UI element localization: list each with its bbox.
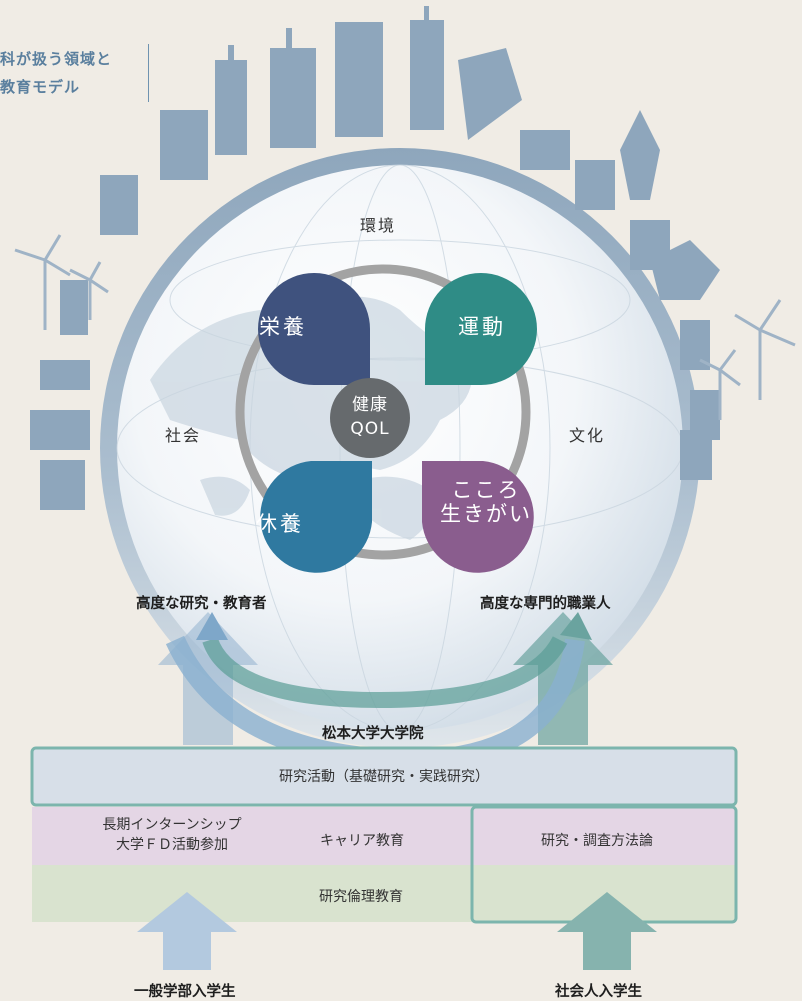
windmill-icons [14,234,796,420]
nutrition-petal [258,273,371,386]
general-entrant-label: 一般学部入学生 [134,984,236,1000]
graduate-school-label: 松本大学大学院 [322,726,424,742]
mind-label: こころ 生きがい [436,478,536,526]
nutrition-label: 栄養 [259,315,307,339]
general-entrant-arrow [137,892,237,970]
center-label-line-1: 健康 [352,395,388,415]
fd-activity-line: 大学ＦＤ活動参加 [116,837,228,853]
working-entrant-arrow [557,892,657,970]
globe [100,148,700,748]
title-line-2: 教育モデル [0,78,81,96]
research-ethics-label: 研究倫理教育 [319,889,403,905]
internship-label: 長期インターンシップ 大学ＦＤ活動参加 [72,815,272,855]
purple-row [32,807,736,865]
center-label: 健康 QOL [330,393,410,441]
research-methods-label: 研究・調査方法論 [541,833,653,849]
career-education-label: キャリア教育 [320,833,404,849]
exercise-label: 運動 [458,315,506,339]
research-activity-box [30,746,738,807]
title-box: 科が扱う領域と 教育モデル [0,44,149,102]
city-skyline [30,6,720,510]
mind-petal [422,461,534,573]
right-curve-arrow [202,636,568,709]
center-label-line-2: QOL [350,419,390,439]
society-label: 社会 [165,426,202,445]
rest-label: 休養 [256,512,304,536]
mind-label-line-1: こころ [451,478,521,502]
researcher-educator-label: 高度な研究・教育者 [136,596,267,612]
working-entrant-label: 社会人入学生 [555,984,642,1000]
exercise-petal [424,273,537,386]
environment-label: 環境 [360,216,397,235]
title-line-1: 科が扱う領域と [0,50,113,68]
mind-label-line-2: 生きがい [440,502,532,526]
professional-label: 高度な専門的職業人 [480,596,611,612]
internship-line-1: 長期インターンシップ [102,817,242,833]
center-circle [330,378,410,458]
culture-label: 文化 [569,426,606,445]
rest-petal [260,461,372,573]
connecting-ring [235,264,531,560]
research-activity-label: 研究活動（基礎研究・実践研究） [279,769,489,785]
